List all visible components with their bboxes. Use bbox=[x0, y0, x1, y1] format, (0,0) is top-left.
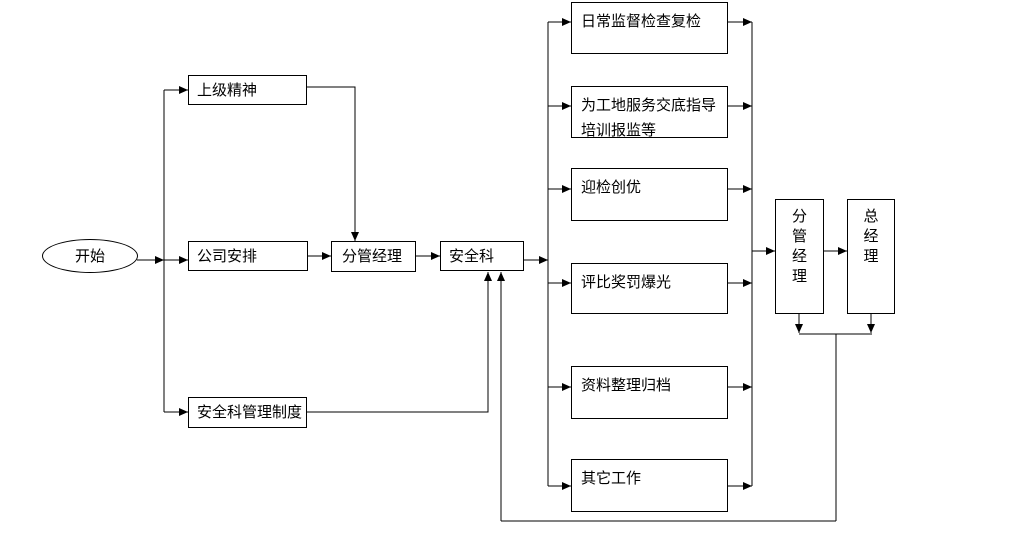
node-company-arrangement: 公司安排 bbox=[188, 241, 308, 271]
start-node: 开始 bbox=[42, 239, 138, 273]
node-task-other-work: 其它工作 bbox=[571, 459, 728, 512]
edge-rules-to-safety bbox=[307, 272, 492, 413]
node-task-evaluation-reward: 评比奖罚爆光 bbox=[571, 263, 728, 314]
node-superior-spirit: 上级精神 bbox=[188, 75, 307, 105]
node-deputy-manager: 分管经理 bbox=[331, 241, 416, 272]
edge-superior-to-deputy bbox=[307, 86, 359, 241]
node-task-site-service: 为工地服务交底指导培训报监等 bbox=[571, 86, 728, 139]
node-safety-dept-rules: 安全科管理制度 bbox=[188, 397, 307, 428]
node-review-deputy-manager: 分 管 经 理 bbox=[775, 199, 824, 314]
node-task-welcome-inspection: 迎检创优 bbox=[571, 168, 728, 221]
node-review-general-manager: 总 经 理 bbox=[847, 199, 895, 314]
node-task-data-archiving: 资料整理归档 bbox=[571, 366, 728, 419]
node-safety-dept: 安全科 bbox=[440, 241, 524, 271]
node-task-daily-inspection: 日常监督检查复检 bbox=[571, 2, 728, 54]
